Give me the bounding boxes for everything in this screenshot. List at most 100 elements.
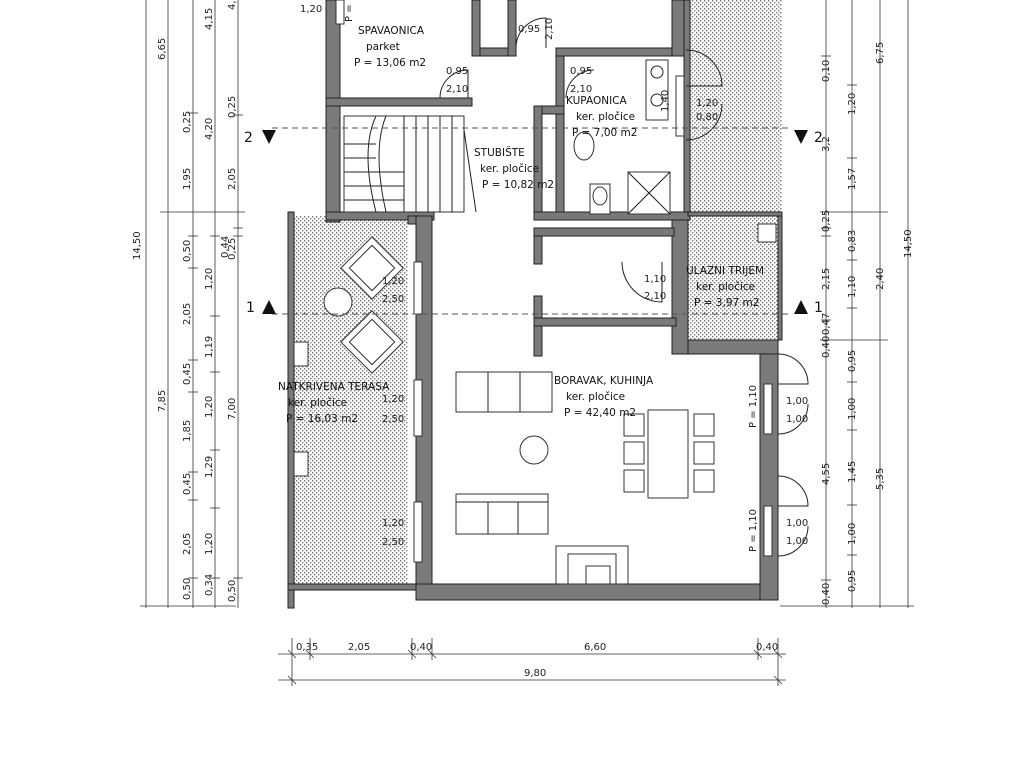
dim-left-col2-0: 6,65 (157, 38, 168, 60)
living-furniture (455, 371, 715, 585)
dim-right-col3-2: 5,35 (875, 468, 886, 490)
dim-left-total: 14,50 (132, 231, 143, 260)
room-kupaonica-floor: ker. pločice (576, 111, 635, 123)
section-1-label-left: 1 (246, 300, 255, 316)
porch-tiles (688, 0, 782, 212)
win-e-w: 1,00 (786, 396, 808, 407)
terrace-furniture (293, 223, 777, 477)
win-f-w: 1,00 (786, 518, 808, 529)
room-trijem-area: P = 3,97 m2 (694, 297, 759, 309)
dim-left-col4-4: 1,20 (204, 396, 215, 418)
staircase (343, 115, 477, 213)
dim-left-col3-5: 1,85 (182, 420, 193, 442)
dim-bottom-1: 2,05 (348, 642, 370, 653)
win-c-h: 2,50 (382, 537, 404, 548)
dim-right-col3-1: 2,40 (875, 268, 886, 290)
dim-right-total: 14,50 (903, 229, 914, 258)
walls (287, 0, 783, 609)
door-entry-h: 2,10 (644, 291, 666, 302)
room-spavaonica-floor: parket (366, 41, 400, 53)
dim-left-col5-5: 7,00 (227, 398, 238, 420)
door-a-h: 2,10 (446, 84, 468, 95)
room-labels: SPAVAONICA parket P = 13,06 m2 STUBIŠTE … (278, 25, 764, 425)
openings (335, 0, 809, 563)
dim-left-col3-0: 0,25 (182, 111, 193, 133)
room-trijem-floor: ker. pločice (696, 281, 755, 293)
dim-left-col5-0: 4,1 (227, 0, 238, 10)
room-spavaonica-area: P = 13,06 m2 (354, 57, 426, 69)
dim-right-col2-7: 1,00 (847, 523, 858, 545)
section-2-label-left: 2 (244, 130, 253, 146)
win-a-h: 2,50 (382, 294, 404, 305)
room-stubiste-floor: ker. pločice (480, 163, 539, 175)
dim-right-col1-1: 3,2 (821, 136, 832, 152)
dim-left-col5-1: 0,25 (227, 96, 238, 118)
dim-right-col1-3: 2,15 (821, 268, 832, 290)
win-a-w: 1,20 (382, 276, 404, 287)
dim-left-col5-6: 0,50 (227, 580, 238, 602)
opening-labels: 1,20 0,95 2,10 0,95 2,10 0,95 2,10 1,40 … (300, 4, 808, 552)
dim-left-col4-6: 1,20 (204, 533, 215, 555)
dim-left-col4-7: 0,34 (204, 574, 215, 596)
dimension-lines-left: 14,50 6,65 7,85 0,25 1,95 0,50 2,05 0,45… (132, 0, 245, 608)
door-c-h: 2,10 (570, 84, 592, 95)
dim-right-col1-6: 4,55 (821, 463, 832, 485)
dim-bottom-total: 9,80 (524, 668, 546, 679)
dim-right-col2-4: 0,95 (847, 350, 858, 372)
win-f-h: 1,00 (786, 536, 808, 547)
dim-right-col2-2: 0,83 (847, 230, 858, 252)
dim-left-col5-4: 0,44 (220, 236, 231, 258)
dimension-lines-bottom: 0,35 2,05 0,40 6,60 0,40 9,80 (278, 638, 786, 686)
win-bath-w: 1,20 (696, 98, 718, 109)
win-bath-h: 0,80 (696, 112, 718, 123)
win-p110-a: P = 1,10 (748, 385, 759, 428)
dimension-lines-right: 0,10 3,2 0,25 2,15 0,47 0,40 4,55 0,40 1… (780, 0, 914, 608)
win-b-w: 1,20 (382, 394, 404, 405)
dim-left-col4-1: 4,20 (204, 118, 215, 140)
win-top-left: 1,20 (300, 4, 322, 15)
dim-left-col3-4: 0,45 (182, 363, 193, 385)
dim-left-col3-1: 1,95 (182, 168, 193, 190)
room-terasa-name: NATKRIVENA TERASA (278, 381, 390, 393)
dim-bottom-3: 6,60 (584, 642, 606, 653)
win-p: P = (344, 4, 355, 22)
dim-bottom-0: 0,35 (296, 642, 318, 653)
bathroom-fixtures (573, 59, 671, 215)
room-stubiste-name: STUBIŠTE (474, 146, 525, 159)
section-1-marker-left (262, 300, 276, 314)
dim-left-col3-7: 2,05 (182, 533, 193, 555)
dim-right-col2-6: 1,45 (847, 461, 858, 483)
room-terasa-area: P = 16,03 m2 (286, 413, 358, 425)
dim-left-col4-2: 1,20 (204, 268, 215, 290)
dim-left-col2-1: 7,85 (157, 390, 168, 412)
dim-right-col3-0: 6,75 (875, 42, 886, 64)
section-2-marker-right (794, 130, 808, 144)
section-1-label-right: 1 (814, 300, 823, 316)
dim-left-col4-5: 1,29 (204, 456, 215, 478)
dim-left-col3-8: 0,50 (182, 578, 193, 600)
win-b-h: 2,50 (382, 414, 404, 425)
dim-bottom-2: 0,40 (410, 642, 432, 653)
win-140: 1,40 (660, 90, 671, 112)
dim-right-col2-3: 1,10 (847, 276, 858, 298)
dim-right-col1-5: 0,40 (821, 336, 832, 358)
section-2-label-right: 2 (814, 130, 823, 146)
door-entry-w: 1,10 (644, 274, 666, 285)
room-boravak-name: BORAVAK, KUHINJA (554, 375, 654, 387)
dim-right-col1-0: 0,10 (821, 60, 832, 82)
dim-left-col3-6: 0,45 (182, 473, 193, 495)
section-2-marker-left (262, 130, 276, 144)
section-1-marker-right (794, 300, 808, 314)
dim-left-col5-3: 0,25 (227, 238, 238, 260)
door-b-w: 0,95 (518, 24, 540, 35)
dim-left-col4-3: 1,19 (204, 336, 215, 358)
room-terasa-floor: ker. pločice (288, 397, 347, 409)
dim-right-col2-5: 1,00 (847, 398, 858, 420)
room-boravak-floor: ker. pločice (566, 391, 625, 403)
dim-right-col1-2: 0,25 (821, 210, 832, 232)
dim-right-col2-0: 1,20 (847, 93, 858, 115)
win-c-w: 1,20 (382, 518, 404, 529)
dim-right-col2-8: 0,95 (847, 570, 858, 592)
dim-right-col1-7: 0,40 (821, 583, 832, 605)
